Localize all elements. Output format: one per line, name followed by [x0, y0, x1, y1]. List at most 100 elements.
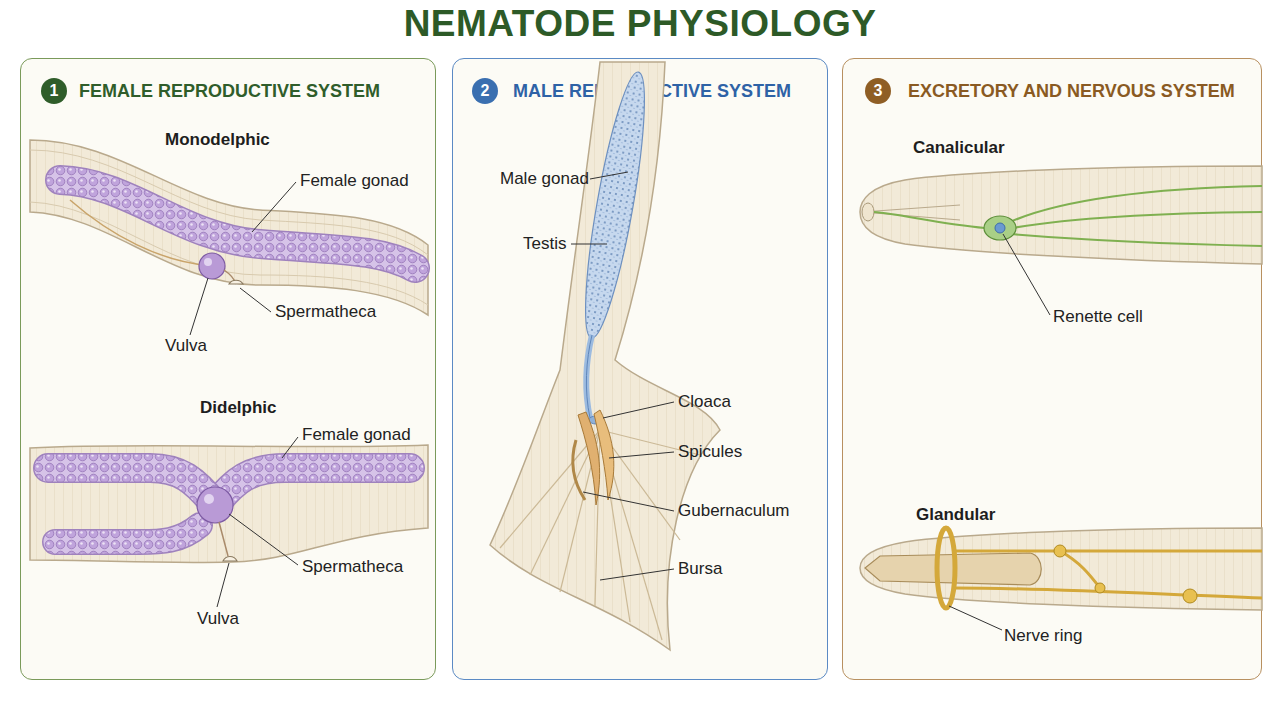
callout-number: 3 — [874, 82, 883, 100]
monodelphic-worm — [30, 140, 428, 315]
male-tail-part — [573, 440, 585, 500]
male-tail-part-part — [600, 430, 662, 640]
monodelphic-worm-part — [199, 253, 225, 279]
didelphic-worm-part — [30, 445, 428, 563]
didelphic-worm-part — [55, 525, 200, 542]
male-tail-part — [589, 416, 603, 424]
part-label: Nerve ring — [1004, 625, 1082, 647]
leader-lines-part — [252, 182, 296, 232]
leader-lines-part — [240, 288, 271, 312]
panel-heading: FEMALE REPRODUCTIVE SYSTEM — [79, 79, 380, 103]
glandular-head-part — [955, 551, 1262, 598]
leader-lines-part — [217, 563, 229, 607]
part-label: Female gonad — [302, 424, 411, 446]
variant-label: Glandular — [916, 504, 995, 526]
leader-lines — [1003, 234, 1050, 315]
leader-lines-part — [190, 278, 208, 335]
glandular-head-part — [1183, 589, 1197, 603]
canalicular-head-part — [862, 205, 960, 220]
part-label: Male gonad — [500, 168, 589, 190]
monodelphic-worm-part — [224, 270, 236, 284]
monodelphic-worm-part — [60, 180, 415, 268]
male-tail-part — [500, 430, 700, 640]
male-tail-part-part — [530, 430, 600, 575]
leader-lines-part — [229, 514, 298, 565]
canalicular-head-part-part — [1010, 234, 1262, 246]
monodelphic-worm-part — [30, 150, 428, 255]
canalicular-head-part-part — [1010, 186, 1262, 222]
canalicular-head-part-part — [1013, 212, 1262, 228]
male-tail-part — [574, 69, 656, 341]
male-tail-part-part — [600, 430, 630, 622]
callout-badge: 1 — [41, 78, 67, 104]
didelphic-worm-part — [223, 557, 237, 562]
part-label: Vulva — [197, 608, 239, 630]
variant-label: Didelphic — [200, 397, 277, 419]
system-panel: FEMALE REPRODUCTIVE SYSTEM 1 — [20, 58, 436, 680]
didelphic-worm-part — [48, 468, 215, 505]
didelphic-worm-part — [197, 487, 233, 523]
monodelphic-worm-part — [30, 140, 428, 315]
male-tail-part — [594, 410, 614, 500]
callout-badge: 2 — [472, 78, 498, 104]
part-label: Testis — [523, 233, 566, 255]
part-label: Cloaca — [678, 391, 731, 413]
part-label: Spicules — [678, 441, 742, 463]
male-tail-part — [586, 335, 592, 418]
leader-lines-part — [583, 492, 674, 511]
didelphic-worm-part — [204, 494, 214, 504]
leader-lines-part — [609, 452, 674, 458]
male-tail-part — [578, 412, 600, 505]
callout-number: 2 — [481, 82, 490, 100]
leader-lines-part — [590, 172, 628, 179]
panel-heading: MALE REPRODUCTIVE SYSTEM — [513, 79, 791, 103]
male-tail-part-part — [600, 430, 680, 540]
part-label: Female gonad — [300, 170, 409, 192]
leader-lines-part — [949, 606, 1002, 630]
leader-lines-part — [603, 402, 674, 418]
didelphic-worm-part — [48, 468, 215, 505]
panel-heading: EXCRETORY AND NERVOUS SYSTEM — [908, 79, 1235, 103]
glandular-head-part — [1054, 545, 1066, 557]
leader-lines-part — [600, 569, 674, 580]
leader-lines — [217, 437, 298, 607]
canalicular-head-part — [860, 166, 1262, 264]
glandular-head-part-part — [955, 550, 1262, 553]
part-label: Vulva — [165, 335, 207, 357]
part-label: Gubernaculum — [678, 500, 790, 522]
canalicular-head — [860, 166, 1262, 264]
canalicular-head-part — [995, 223, 1005, 233]
canalicular-head-part — [984, 216, 1016, 240]
variant-label: Monodelphic — [165, 129, 270, 151]
callout-number: 1 — [50, 82, 59, 100]
leader-lines-part — [282, 437, 298, 458]
part-label: Spermatheca — [302, 556, 403, 578]
callout-badge: 3 — [865, 78, 891, 104]
glandular-head-part-part — [1060, 551, 1100, 588]
male-tail-part-part — [560, 430, 600, 592]
monodelphic-worm-part — [229, 280, 243, 284]
part-label: Bursa — [678, 558, 722, 580]
part-label: Spermatheca — [275, 301, 376, 323]
glandular-head — [860, 528, 1262, 610]
didelphic-worm-part — [215, 468, 410, 505]
canalicular-head-part — [862, 203, 874, 221]
leader-lines-part — [571, 244, 607, 245]
monodelphic-worm-part — [70, 200, 212, 266]
glandular-head-part-part — [955, 588, 1262, 598]
leader-lines — [949, 606, 1002, 630]
didelphic-worm-part — [219, 522, 228, 556]
part-label: Renette cell — [1053, 306, 1143, 328]
variant-label: Canalicular — [913, 137, 1005, 159]
diagram-title: NEMATODE PHYSIOLOGY — [0, 4, 1280, 44]
glandular-head-part — [1095, 583, 1105, 593]
leader-lines — [571, 172, 674, 580]
male-tail-part-part — [595, 430, 600, 606]
male-tail-part — [586, 335, 592, 418]
canalicular-head-part — [874, 186, 1262, 246]
system-panel: MALE REPRODUCTIVE SYSTEM 2 — [452, 58, 828, 680]
glandular-head-part — [937, 528, 955, 608]
system-panel: EXCRETORY AND NERVOUS SYSTEM 3 — [842, 58, 1262, 680]
